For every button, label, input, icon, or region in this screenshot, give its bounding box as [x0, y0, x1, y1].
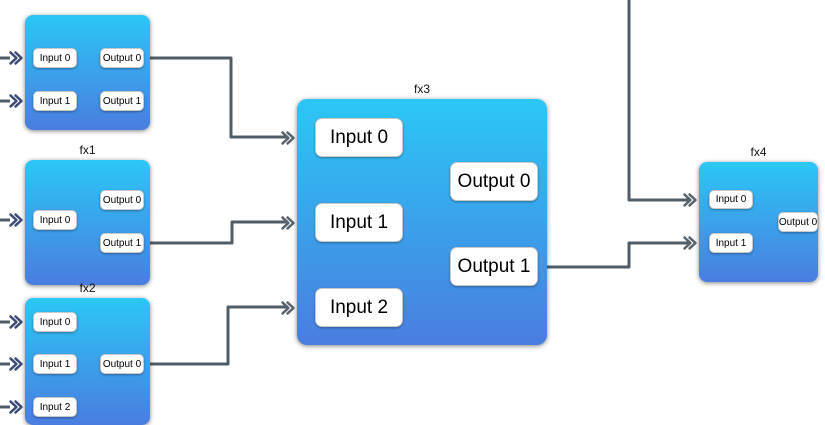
- output-port[interactable]: Output 0: [100, 354, 144, 374]
- input-handle-chevron-icon[interactable]: [8, 93, 24, 109]
- edge-midleft-out1-to-center-in1[interactable]: [150, 220, 288, 245]
- edge-bottomleft-out0-to-center-in2[interactable]: [150, 305, 288, 366]
- input-handle-chevron-icon[interactable]: [8, 314, 24, 330]
- input-handle-chevron-icon[interactable]: [682, 235, 698, 251]
- input-port[interactable]: Input 0: [709, 190, 753, 209]
- output-port[interactable]: Output 0: [100, 48, 144, 68]
- input-handle-chevron-icon[interactable]: [8, 212, 24, 228]
- output-port[interactable]: Output 1: [450, 247, 538, 286]
- output-port[interactable]: Output 0: [778, 212, 818, 232]
- node-title: fx3: [413, 82, 430, 96]
- output-port[interactable]: Output 1: [100, 233, 144, 253]
- input-port[interactable]: Input 1: [315, 203, 403, 242]
- edge-offscreen-top-to-right-in0[interactable]: [627, 0, 690, 202]
- output-port[interactable]: Output 0: [100, 190, 144, 210]
- input-port[interactable]: Input 0: [315, 118, 403, 157]
- input-handle-chevron-icon[interactable]: [8, 399, 24, 415]
- input-port[interactable]: Input 1: [33, 354, 77, 374]
- node-title: fx2: [79, 281, 96, 295]
- node-top-left[interactable]: Input 0 Input 1 Output 0 Output 1: [25, 15, 150, 130]
- edge-center-out1-to-right-in1[interactable]: [547, 241, 690, 269]
- input-port[interactable]: Input 2: [33, 397, 77, 417]
- input-port[interactable]: Input 1: [709, 233, 753, 253]
- input-port[interactable]: Input 0: [33, 48, 77, 68]
- input-handle-chevron-icon[interactable]: [682, 192, 698, 208]
- output-port[interactable]: Output 0: [450, 162, 538, 201]
- input-port[interactable]: Input 0: [33, 312, 77, 332]
- input-handle-chevron-icon[interactable]: [280, 300, 296, 316]
- input-handle-chevron-icon[interactable]: [8, 356, 24, 372]
- input-port[interactable]: Input 1: [33, 91, 77, 111]
- input-handle-chevron-icon[interactable]: [280, 130, 296, 146]
- input-port[interactable]: Input 0: [33, 210, 77, 230]
- input-port[interactable]: Input 2: [315, 288, 403, 327]
- edge-topleft-out0-to-center-in0[interactable]: [150, 56, 288, 139]
- input-handle-chevron-icon[interactable]: [8, 50, 24, 66]
- node-title: fx1: [79, 143, 96, 157]
- output-port[interactable]: Output 1: [100, 91, 144, 111]
- input-handle-chevron-icon[interactable]: [280, 215, 296, 231]
- node-title: fx4: [750, 145, 767, 159]
